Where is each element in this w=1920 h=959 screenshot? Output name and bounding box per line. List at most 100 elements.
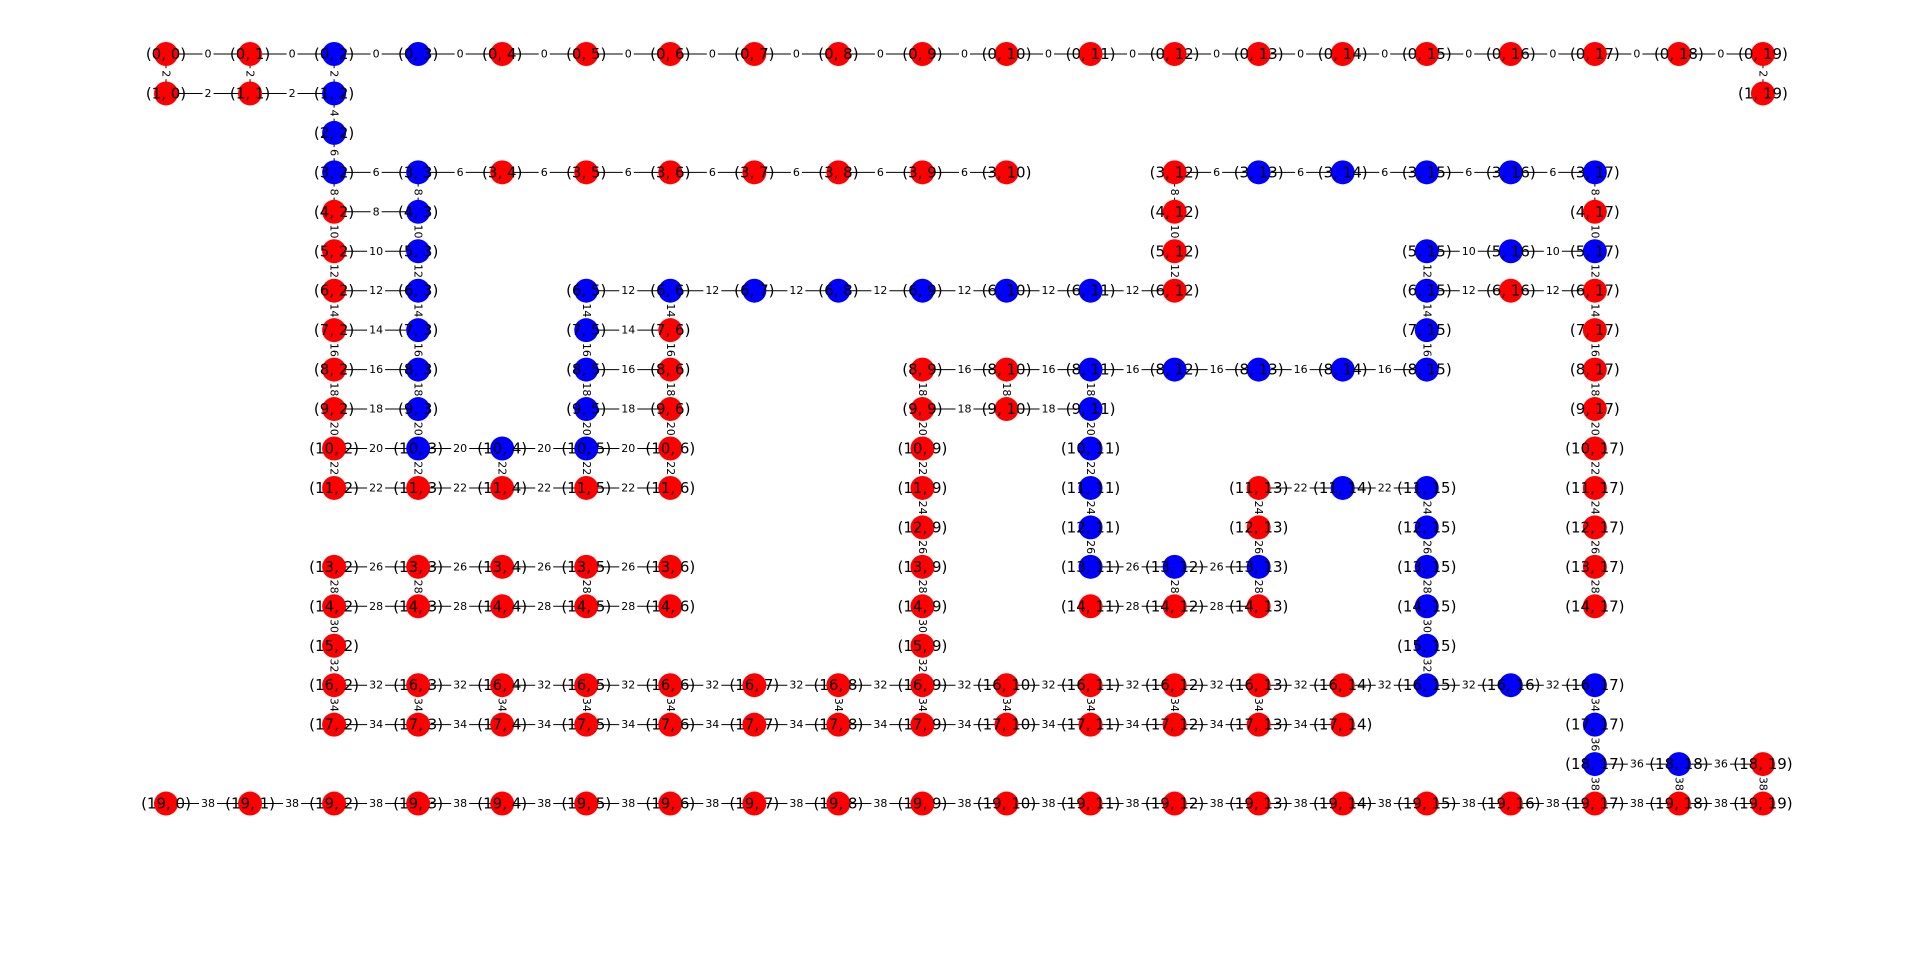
graph-node-3-3 xyxy=(406,160,431,185)
graph-node-8-13 xyxy=(1246,357,1271,382)
graph-node-3-2 xyxy=(322,160,347,185)
graph-node-4-2 xyxy=(322,199,347,224)
edge-weight-label: 0 xyxy=(874,48,886,61)
svg-text:34: 34 xyxy=(537,718,551,731)
graph-node-10-11 xyxy=(1078,436,1103,461)
svg-text:34: 34 xyxy=(453,718,467,731)
svg-text:0: 0 xyxy=(1297,48,1304,61)
node-label: (0, 18) xyxy=(1654,45,1704,63)
edge-weight-label: 12 xyxy=(1543,284,1562,297)
node-label: (17, 3) xyxy=(393,716,443,734)
svg-text:34: 34 xyxy=(412,698,425,712)
node-label: (4, 2) xyxy=(314,203,354,221)
svg-text:28: 28 xyxy=(621,600,635,613)
graph-node-19-0 xyxy=(154,791,178,816)
edge-weight-label: 6 xyxy=(706,166,718,179)
graph-node-4-12 xyxy=(1162,199,1187,224)
graph-node-16-5 xyxy=(574,673,599,698)
node-label: (17, 14) xyxy=(1313,716,1372,734)
edge-weight-label: 12 xyxy=(787,284,806,297)
svg-text:2: 2 xyxy=(289,87,296,100)
edge-weight-label: 22 xyxy=(1084,459,1097,478)
svg-text:38: 38 xyxy=(1210,797,1224,810)
graph-node-11-3 xyxy=(406,475,431,500)
edge-weight-label: 24 xyxy=(1588,498,1601,517)
svg-text:38: 38 xyxy=(369,797,383,810)
node-label: (6, 12) xyxy=(1150,282,1200,300)
graph-node-17-8 xyxy=(826,712,851,737)
node-label: (0, 5) xyxy=(566,45,606,63)
graph-node-13-9 xyxy=(910,554,935,579)
node-label: (17, 13) xyxy=(1229,716,1288,734)
graph-node-0-0 xyxy=(154,42,178,66)
edge-weight-label: 16 xyxy=(1420,340,1433,359)
edge-weight-label: 0 xyxy=(538,48,550,61)
svg-text:28: 28 xyxy=(580,580,593,594)
graph-node-19-14 xyxy=(1330,791,1355,816)
edge-weight-label: 22 xyxy=(1588,459,1601,478)
svg-text:26: 26 xyxy=(916,540,929,554)
svg-text:28: 28 xyxy=(1252,580,1265,594)
svg-text:18: 18 xyxy=(412,382,425,396)
graph-node-17-14 xyxy=(1330,712,1355,737)
edge-weight-label: 32 xyxy=(619,679,638,692)
node-label: (5, 12) xyxy=(1150,242,1200,260)
edge-weight-label: 38 xyxy=(535,797,554,810)
node-label: (19, 1) xyxy=(225,795,275,813)
node-label: (6, 11) xyxy=(1066,282,1116,300)
svg-text:34: 34 xyxy=(328,698,341,712)
svg-text:0: 0 xyxy=(1045,48,1052,61)
edge-weight-label: 28 xyxy=(619,600,638,613)
node-label: (10, 6) xyxy=(645,440,695,458)
edge-weight-label: 14 xyxy=(367,324,386,337)
graph-node-6-15 xyxy=(1414,278,1439,303)
node-label: (17, 17) xyxy=(1565,716,1624,734)
graph-node-19-4 xyxy=(490,791,515,816)
svg-text:38: 38 xyxy=(1672,777,1685,791)
edge-weight-label: 10 xyxy=(1588,222,1601,241)
node-label: (16, 13) xyxy=(1229,676,1288,694)
edge-weight-label: 2 xyxy=(160,68,173,80)
svg-text:34: 34 xyxy=(1294,718,1308,731)
svg-text:6: 6 xyxy=(961,166,968,179)
svg-text:38: 38 xyxy=(1462,797,1476,810)
graph-node-10-17 xyxy=(1582,436,1607,461)
graph-node-3-9 xyxy=(910,160,935,185)
node-label: (0, 1) xyxy=(230,45,270,63)
svg-text:34: 34 xyxy=(916,698,929,712)
graph-node-0-10 xyxy=(994,42,1019,66)
graph-node-13-15 xyxy=(1414,554,1439,579)
edge-weight-label: 22 xyxy=(619,481,638,494)
svg-text:12: 12 xyxy=(789,284,803,297)
graph-node-12-11 xyxy=(1078,515,1103,540)
node-label: (13, 11) xyxy=(1061,558,1120,576)
edge-weight-label: 20 xyxy=(412,419,425,438)
svg-text:20: 20 xyxy=(580,422,593,436)
edge-weight-label: 38 xyxy=(1711,797,1730,810)
graph-node-5-12 xyxy=(1162,239,1187,264)
svg-text:18: 18 xyxy=(580,382,593,396)
graph-node-9-3 xyxy=(406,397,431,422)
edge-weight-label: 34 xyxy=(1291,718,1310,731)
svg-text:32: 32 xyxy=(537,679,551,692)
node-label: (11, 9) xyxy=(898,479,948,497)
edge-weight-label: 0 xyxy=(1463,48,1475,61)
svg-text:22: 22 xyxy=(328,461,341,475)
edge-weight-label: 6 xyxy=(874,166,886,179)
node-label: (6, 6) xyxy=(650,282,690,300)
node-label: (5, 3) xyxy=(398,242,438,260)
edge-weight-label: 32 xyxy=(1207,679,1226,692)
node-label: (13, 6) xyxy=(645,558,695,576)
graph-node-17-11 xyxy=(1078,712,1103,737)
graph-node-8-2 xyxy=(322,357,347,382)
node-label: (0, 0) xyxy=(146,45,186,63)
edge-weight-label: 26 xyxy=(1420,538,1433,557)
node-label: (17, 4) xyxy=(477,716,527,734)
svg-text:2: 2 xyxy=(1756,70,1769,77)
node-label: (13, 2) xyxy=(309,558,359,576)
svg-text:6: 6 xyxy=(373,166,380,179)
graph-node-12-13 xyxy=(1246,515,1271,540)
node-label: (10, 2) xyxy=(309,440,359,458)
graph-node-0-2 xyxy=(322,42,347,66)
svg-text:26: 26 xyxy=(621,560,635,573)
